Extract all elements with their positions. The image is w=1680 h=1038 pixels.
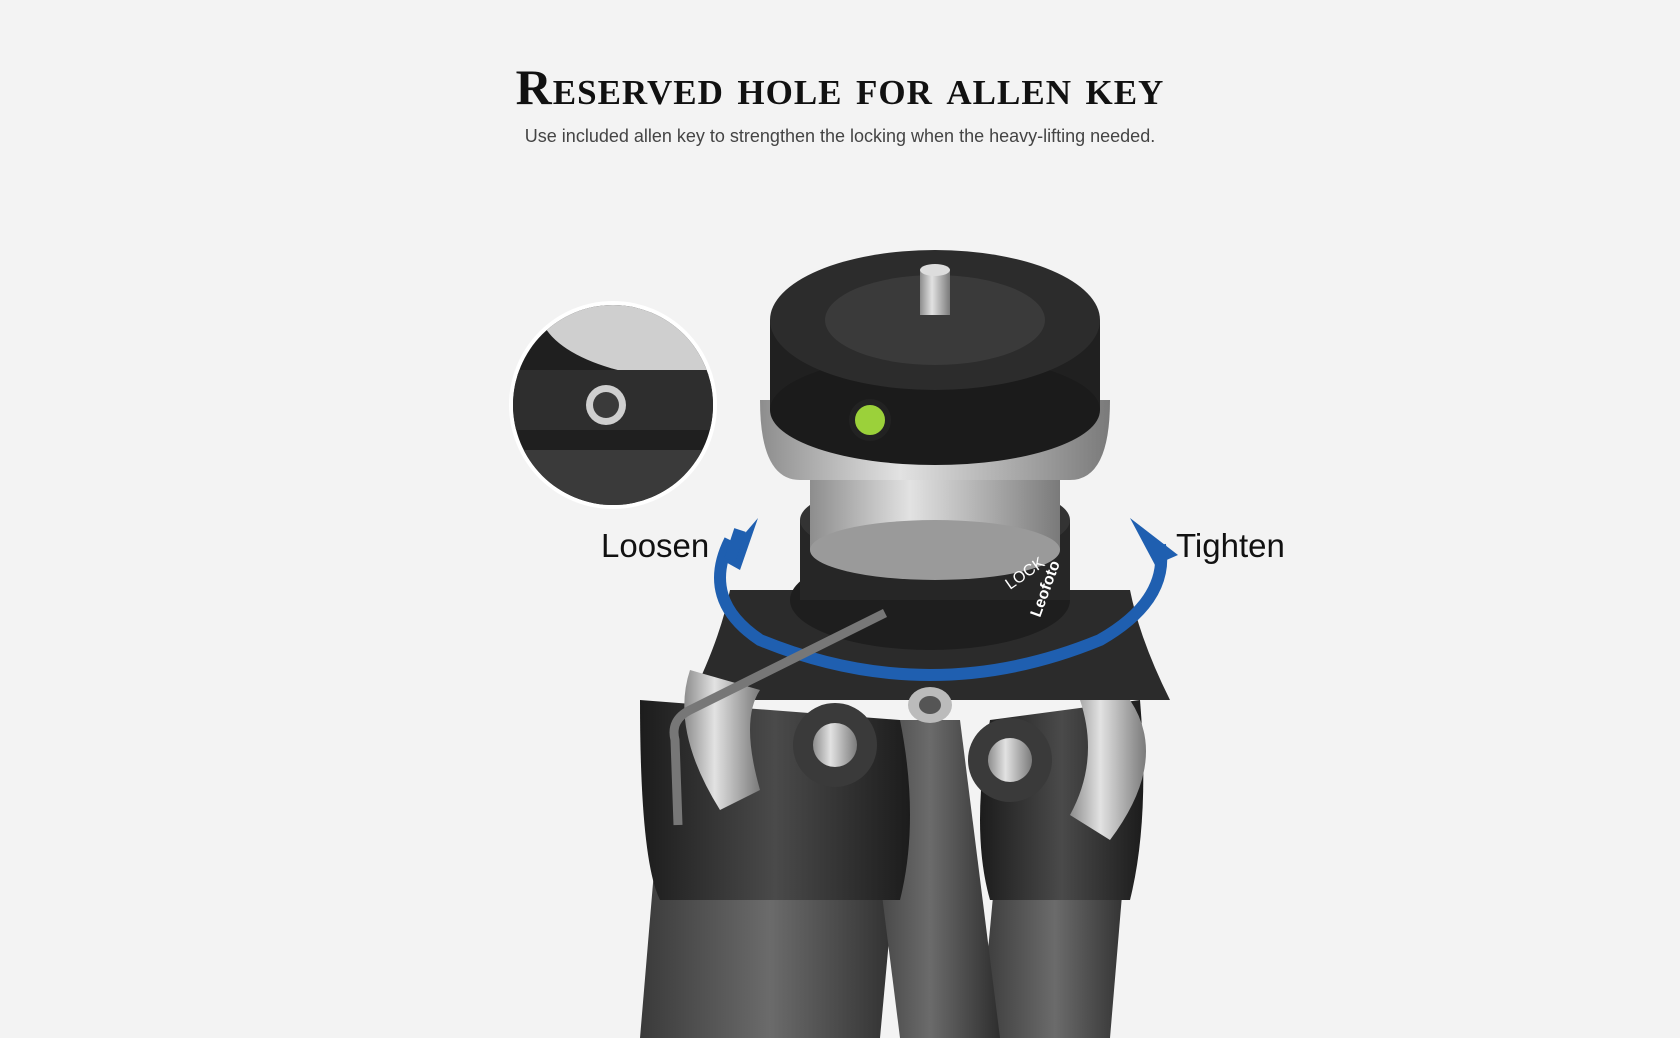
page-title: Reserved hole for allen key [515,59,1165,115]
page-subtitle: Use included allen key to strengthen the… [524,126,1156,146]
allen-key [669,608,888,826]
tighten-label: Tighten [1176,527,1285,564]
rotation-arrow [714,537,1168,681]
loosen-label: Loosen [601,527,710,564]
